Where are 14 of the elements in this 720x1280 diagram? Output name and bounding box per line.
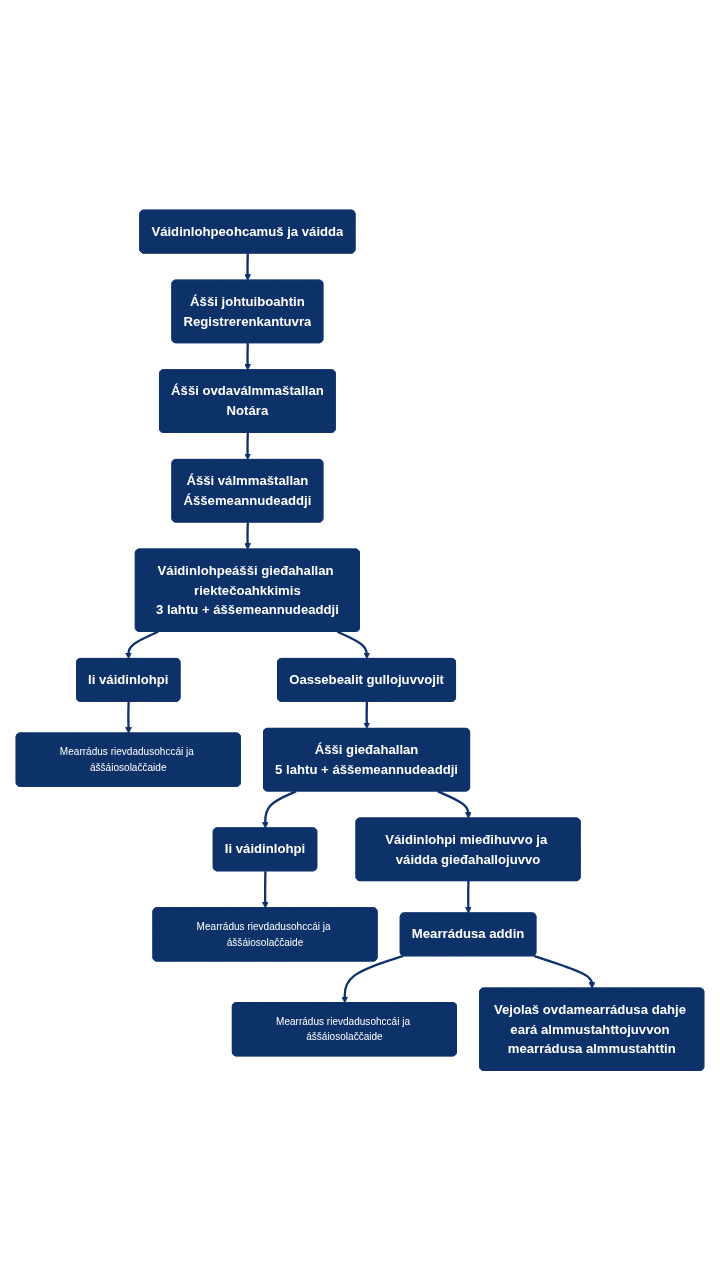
arrow xyxy=(244,253,251,281)
arrow xyxy=(464,880,472,914)
arrow xyxy=(261,870,269,909)
arrow xyxy=(341,954,404,1003)
arrow xyxy=(363,701,371,729)
arrow xyxy=(244,342,251,371)
arrow xyxy=(533,954,596,989)
arrow xyxy=(261,790,297,829)
arrow xyxy=(125,630,159,659)
arrow xyxy=(244,522,251,550)
arrow xyxy=(244,432,251,460)
arrow xyxy=(125,701,132,734)
arrow xyxy=(337,630,371,659)
arrow xyxy=(437,790,472,819)
